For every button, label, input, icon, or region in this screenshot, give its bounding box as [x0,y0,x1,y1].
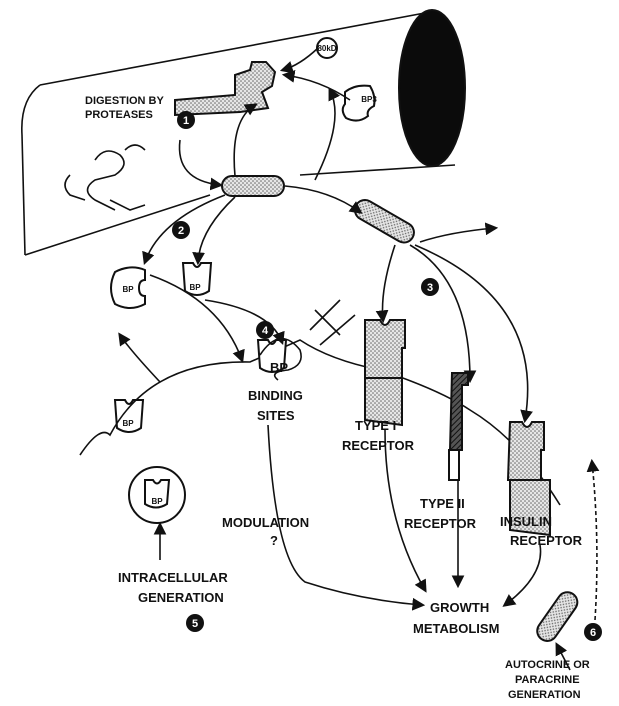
ternary-complex: 80kD BP3 [175,38,377,121]
bp-protein-bottom-left: BP [115,400,143,432]
bp-binding-label-line1: BP [270,360,288,375]
bp-intracellular-circle: BP [129,467,185,523]
arrow-autocrine-dashed [592,462,597,620]
arrow-to-insulin [415,245,528,420]
arrow-igf-right [285,186,360,212]
insulin-label-line2: RECEPTOR [510,533,583,548]
bp-protein-mid: BP [183,263,211,295]
digestion-label-line1: DIGESTION BY [85,95,165,107]
type1-label-line1: TYPE I [355,418,396,433]
modulation-question: ? [270,533,278,548]
type2-label-line1: TYPE II [420,496,465,511]
arrow-membrane-to-tissue [120,335,160,382]
svg-text:4: 4 [262,325,269,337]
marker-6-autocrine: 6 [584,623,602,641]
acid-labile-label: 80kD [317,44,336,53]
insulin-label-line1: INSULIN [500,514,552,529]
arrow-bp3-to-complex [285,75,350,100]
svg-text:1: 1 [183,115,189,127]
autocrine-label-line3: GENERATION [508,689,581,701]
intracellular-label-line2: GENERATION [138,590,224,605]
digested-protein-fragments [65,145,145,210]
svg-text:6: 6 [590,627,596,639]
marker-5-intracellular: 5 [186,614,204,632]
arrow-to-bp-mid [198,197,235,262]
metabolism-label: METABOLISM [413,621,499,636]
marker-2-left: 2 [172,221,190,239]
svg-text:5: 5 [192,618,198,630]
autocrine-label-line1: AUTOCRINE OR [505,659,590,671]
svg-text:3: 3 [427,282,433,294]
intracellular-label-line1: INTRACELLULAR [118,570,228,585]
arrow-type1-to-growth [385,430,425,590]
marker-4-membrane: 4 [256,321,274,339]
digestion-label-line2: PROTEASES [85,109,153,121]
type1-receptor [365,320,405,425]
igf-molecule-center [222,176,284,196]
svg-text:2: 2 [178,225,184,237]
arrow-out-right [420,228,495,242]
arrow-digestion-to-igf [180,140,221,185]
svg-text:BP: BP [189,283,201,292]
bp-protein-left: BP [111,267,145,308]
igf-molecule-right [351,196,417,246]
arrow-to-type2 [410,245,470,380]
arrow-insulin-to-growth [505,545,541,605]
bp-binding-label-line3: SITES [257,408,295,423]
bp3-label: BP3 [361,95,377,104]
bp-binding-label-line2: BINDING [248,388,303,403]
arrow-als-to-complex [283,48,318,70]
svg-text:BP: BP [151,497,163,506]
marker-1-digestion: 1 [177,111,195,129]
growth-label: GROWTH [430,600,489,615]
marker-3-right: 3 [421,278,439,296]
svg-text:BP: BP [122,419,134,428]
type2-receptor [449,373,468,480]
arrow-igf-to-complex [234,105,255,176]
arrow-igf-to-bp3 [315,90,335,180]
type1-label-line2: RECEPTOR [342,438,415,453]
svg-text:BP: BP [122,285,134,294]
modulation-label: MODULATION [222,515,309,530]
type2-label-line2: RECEPTOR [404,516,477,531]
autocrine-label-line2: PARACRINE [515,674,580,686]
igf-molecule-autocrine [533,588,581,645]
arrow-to-type1 [383,245,396,320]
